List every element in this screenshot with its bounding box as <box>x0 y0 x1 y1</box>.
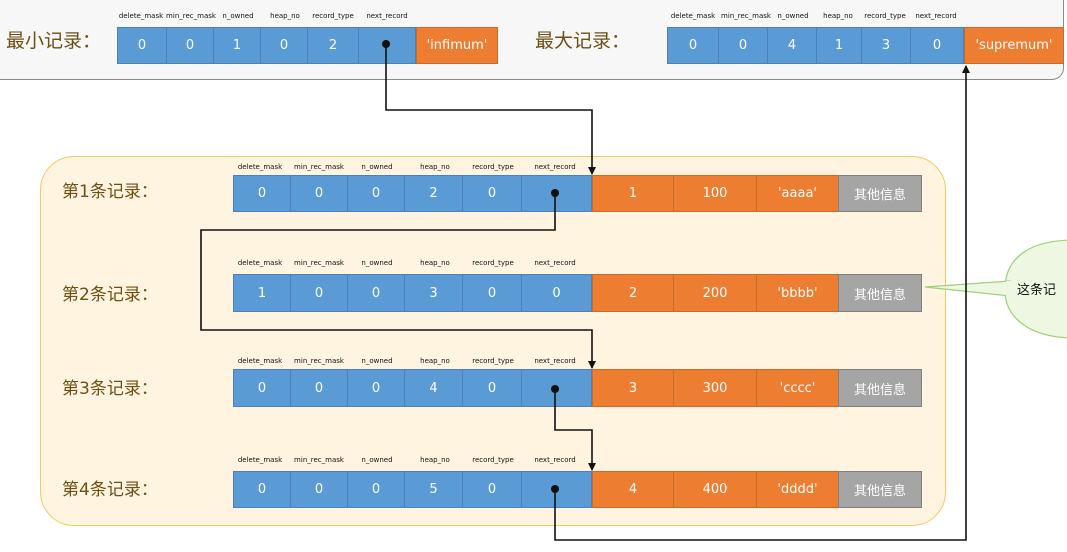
record-3-data-cell-2: 300 <box>673 369 757 407</box>
supremum-delete-mask-cell: 0 <box>667 27 719 64</box>
infimum-pointer-dot <box>382 40 390 48</box>
supremum-heap-no-cell: 1 <box>816 27 862 64</box>
record-4-header-delete-mask: delete_mask <box>237 456 283 464</box>
supremum-header-record-type: record_type <box>864 12 906 20</box>
record-4-to-supremum-arrow <box>554 65 970 541</box>
record-3-min-rec-mask-cell: 0 <box>290 369 348 407</box>
record-2-other-info-cell: 其他信息 <box>838 274 922 312</box>
record-1-header-heap-no: heap_no <box>420 163 450 171</box>
record-3-header-heap-no: heap_no <box>420 357 450 365</box>
user-records-panel <box>40 156 946 526</box>
record-3-header-n-owned: n_owned <box>361 357 393 365</box>
record-1-pointer-dot <box>551 189 559 197</box>
record-4-header-min-rec-mask: min_rec_mask <box>294 456 344 464</box>
record-1-data-cell-1: 1 <box>592 175 674 212</box>
supremum-header-n-owned: n_owned <box>777 12 809 20</box>
record-2-header-delete-mask: delete_mask <box>237 259 283 267</box>
record-2-n-owned-cell: 0 <box>347 274 405 312</box>
record-2-delete-mask-cell: 1 <box>233 274 291 312</box>
infimum-header-min-rec-mask: min_rec_mask <box>166 12 216 20</box>
infimum-header-n-owned: n_owned <box>222 12 254 20</box>
record-1-data-cell-3: 'aaaa' <box>756 175 839 212</box>
record-2-data-cell-1: 2 <box>592 274 674 312</box>
supremum-header-heap-no: heap_no <box>823 12 853 20</box>
record-1-label: 第1条记录： <box>62 182 158 202</box>
record-4-heap-no-cell: 5 <box>404 471 463 508</box>
callout-bubble <box>924 239 1067 339</box>
record-2-header-record-type: record_type <box>472 259 514 267</box>
infimum-label: 最小记录： <box>6 30 102 52</box>
record-3-heap-no-cell: 4 <box>404 369 463 407</box>
record-3-data-cell-3: 'cccc' <box>756 369 839 407</box>
supremum-header-delete-mask: delete_mask <box>670 12 716 20</box>
record-4-delete-mask-cell: 0 <box>233 471 291 508</box>
record-4-header-n-owned: n_owned <box>361 456 393 464</box>
record-3-pointer-dot <box>551 385 559 393</box>
infimum-name-cell: 'infimum' <box>416 27 498 64</box>
record-1-delete-mask-cell: 0 <box>233 175 291 212</box>
infimum-to-record-1-arrow <box>385 44 596 175</box>
infimum-header-record-type: record_type <box>312 12 354 20</box>
record-2-header-n-owned: n_owned <box>361 259 393 267</box>
record-1-heap-no-cell: 2 <box>404 175 463 212</box>
record-4-record-type-cell: 0 <box>462 471 522 508</box>
record-2-header-next-record: next_record <box>534 259 576 267</box>
record-2-min-rec-mask-cell: 0 <box>290 274 348 312</box>
record-3-header-next-record: next_record <box>534 357 576 365</box>
record-2-next-record-cell: 0 <box>521 274 592 312</box>
record-3-n-owned-cell: 0 <box>347 369 405 407</box>
record-3-header-record-type: record_type <box>472 357 514 365</box>
supremum-min-rec-mask-cell: 0 <box>718 27 768 64</box>
record-4-data-cell-2: 400 <box>673 471 757 508</box>
infimum-header-heap-no: heap_no <box>270 12 300 20</box>
supremum-next-record-cell: 0 <box>910 27 964 64</box>
infimum-header-delete-mask: delete_mask <box>118 12 164 20</box>
record-3-other-info-cell: 其他信息 <box>838 369 922 407</box>
record-3-delete-mask-cell: 0 <box>233 369 291 407</box>
supremum-header-next-record: next_record <box>915 12 957 20</box>
record-1-header-delete-mask: delete_mask <box>237 163 283 171</box>
record-2-header-min-rec-mask: min_rec_mask <box>294 259 344 267</box>
supremum-n-owned-cell: 4 <box>767 27 817 64</box>
record-2-data-cell-2: 200 <box>673 274 757 312</box>
record-4-n-owned-cell: 0 <box>347 471 405 508</box>
record-1-to-record-3-arrow <box>200 193 596 369</box>
supremum-header-min-rec-mask: min_rec_mask <box>721 12 771 20</box>
record-1-record-type-cell: 0 <box>462 175 522 212</box>
record-3-record-type-cell: 0 <box>462 369 522 407</box>
callout-text: 这条记 <box>1017 283 1057 298</box>
infimum-record-type-cell: 2 <box>307 27 359 64</box>
record-4-data-cell-3: 'dddd' <box>756 471 839 508</box>
record-2-label: 第2条记录： <box>62 285 158 305</box>
record-4-other-info-cell: 其他信息 <box>838 471 922 508</box>
record-1-header-min-rec-mask: min_rec_mask <box>294 163 344 171</box>
record-4-header-heap-no: heap_no <box>420 456 450 464</box>
record-2-data-cell-3: 'bbbb' <box>756 274 839 312</box>
record-4-label: 第4条记录： <box>62 480 158 500</box>
infimum-min-rec-mask-cell: 0 <box>166 27 214 64</box>
record-3-to-record-4-arrow <box>554 389 596 471</box>
supremum-name-cell: 'supremum' <box>964 27 1064 64</box>
record-3-data-cell-1: 3 <box>592 369 674 407</box>
record-3-header-min-rec-mask: min_rec_mask <box>294 357 344 365</box>
record-1-header-record-type: record_type <box>472 163 514 171</box>
record-3-label: 第3条记录： <box>62 379 158 399</box>
record-1-n-owned-cell: 0 <box>347 175 405 212</box>
record-1-header-next-record: next_record <box>534 163 576 171</box>
record-2-header-heap-no: heap_no <box>420 259 450 267</box>
record-4-data-cell-1: 4 <box>592 471 674 508</box>
record-4-header-next-record: next_record <box>534 456 576 464</box>
infimum-header-next-record: next_record <box>366 12 408 20</box>
record-4-min-rec-mask-cell: 0 <box>290 471 348 508</box>
record-1-header-n-owned: n_owned <box>361 163 393 171</box>
record-1-other-info-cell: 其他信息 <box>838 175 922 212</box>
record-3-header-delete-mask: delete_mask <box>237 357 283 365</box>
infimum-heap-no-cell: 0 <box>260 27 308 64</box>
record-4-pointer-dot <box>551 485 559 493</box>
supremum-label: 最大记录： <box>535 30 631 52</box>
infimum-delete-mask-cell: 0 <box>117 27 167 64</box>
record-2-record-type-cell: 0 <box>462 274 522 312</box>
record-4-header-record-type: record_type <box>472 456 514 464</box>
